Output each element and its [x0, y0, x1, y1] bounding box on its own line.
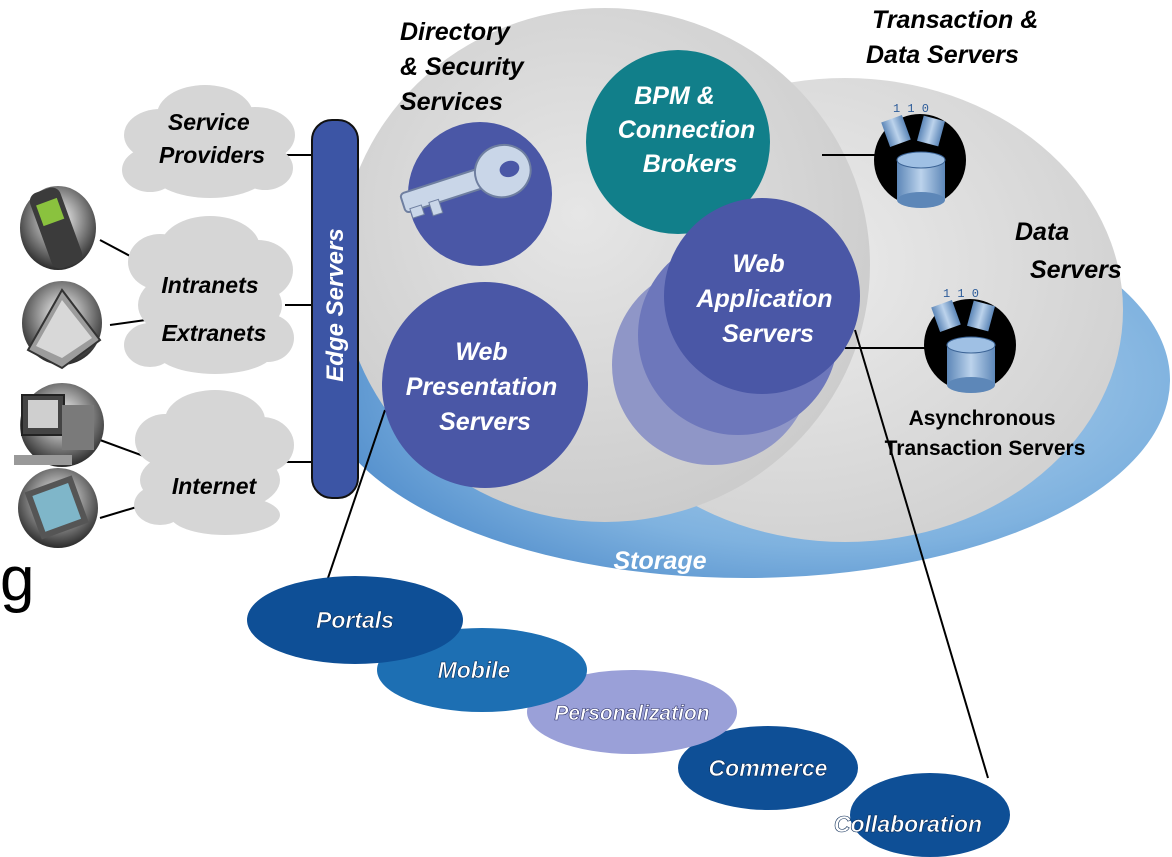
svg-text:BPM & Connection B: BPM & Connection Brokers: [618, 82, 762, 178]
storage-label: Storage: [613, 547, 706, 575]
service-providers-label: Service Providers: [159, 109, 265, 168]
web-presentation-servers-circle: Web Presentation Servers: [382, 282, 588, 488]
desktop-computer-icon: [14, 383, 104, 467]
service-label-portals: Portals: [316, 607, 394, 633]
edge-servers-label: Edge Servers: [322, 228, 349, 381]
cropped-letter: g: [0, 545, 34, 614]
transaction-data-servers-label: Transaction & Data Servers: [866, 6, 1045, 69]
service-label-personalization: Personalization: [554, 702, 709, 725]
service-ovals: Portals Mobile Personalization Commerce …: [247, 576, 1010, 857]
oval-collaboration: [850, 773, 1010, 857]
cloud-internet: [134, 390, 294, 535]
key-icon: [399, 143, 532, 219]
bpm-connection-brokers-circle: BPM & Connection Brokers: [586, 50, 770, 234]
database-icon: 1 1 0: [874, 102, 966, 208]
cloud-intranets-extranets: [124, 216, 294, 374]
svg-text:1 1 0: 1 1 0: [893, 102, 929, 116]
internet-label: Internet: [172, 473, 258, 499]
connector-lines: [99, 154, 989, 779]
web-application-servers-label: Web Application Servers: [695, 250, 839, 348]
cloud-service-providers: [122, 85, 295, 198]
service-label-commerce: Commerce: [709, 755, 828, 781]
database-icon: 1 1 0: [924, 287, 1016, 393]
svg-text:Web Presentation S: Web Presentation Servers: [406, 338, 564, 436]
web-application-servers-stack: Web Application Servers: [612, 198, 860, 465]
directory-security-circle: [399, 122, 552, 266]
service-label-collaboration: Collaboration: [834, 811, 982, 837]
pda-icon: [18, 468, 98, 548]
edge-servers-bar: Edge Servers: [311, 119, 359, 499]
laptop-icon: [22, 281, 102, 370]
data-servers-label: Data Servers: [1015, 218, 1122, 284]
svg-text:1 1 0: 1 1 0: [943, 287, 979, 301]
service-label-mobile: Mobile: [438, 657, 511, 683]
oval-commerce: [678, 726, 858, 810]
extranets-label: Extranets: [162, 320, 267, 346]
intranets-label: Intranets: [161, 272, 258, 298]
directory-label: Directory & Security Services: [400, 18, 531, 116]
mobile-phone-icon: [20, 186, 96, 270]
async-transaction-servers-label: Asynchronous Transaction Servers: [885, 407, 1086, 460]
oval-personalization: [527, 670, 737, 754]
oval-portals: [247, 576, 463, 664]
